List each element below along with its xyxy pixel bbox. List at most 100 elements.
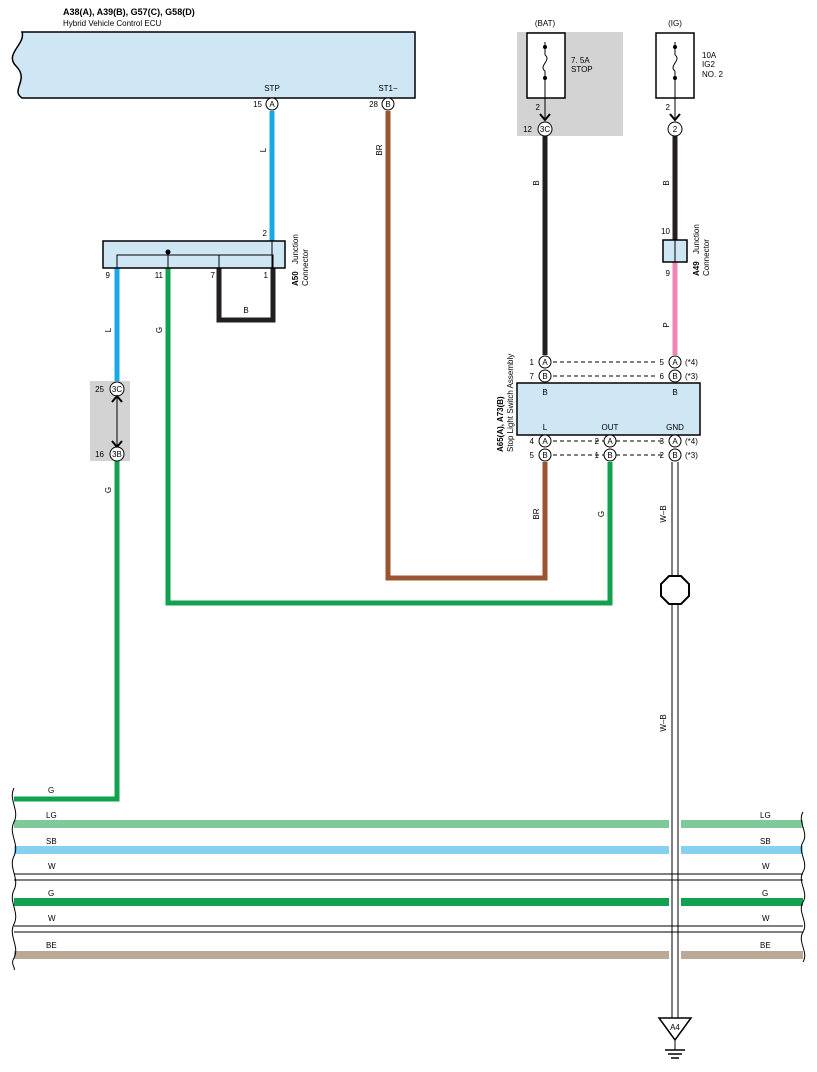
wire-b-jumper <box>216 268 276 323</box>
bus-label-right-5: W <box>762 914 770 923</box>
bat-fuse-box <box>526 32 566 99</box>
a50-pin-11: 11 <box>155 271 164 280</box>
a50-pin-1: 1 <box>264 271 269 280</box>
switch-pin-1a <box>538 355 552 369</box>
a49-id: A49 <box>692 261 701 276</box>
a49-label2: Connector <box>702 239 711 276</box>
bus-label-right-2: SB <box>760 837 771 846</box>
wire-label-a50-jumper: B <box>243 306 248 315</box>
ground-id: A4 <box>670 1023 680 1032</box>
switch-pin-3a-conn: A <box>672 437 678 446</box>
stop-switch-label-group: A65(A), A73(B) Stop Light Switch Assembl… <box>496 354 515 452</box>
bus-label-right-4: G <box>762 889 768 898</box>
bat-junction-conn: 3C <box>540 125 550 134</box>
switch-pin-2b <box>668 448 682 462</box>
wire-label-stp: L <box>259 147 268 152</box>
ig-junction-connector <box>667 121 683 137</box>
ecu-pin-stp-number: 15 <box>253 100 262 109</box>
a50-splice-dot <box>165 249 171 255</box>
stop-switch-connectors: A65(A), A73(B) <box>496 396 505 452</box>
hybrid-ecu-box <box>11 31 416 99</box>
ecu-pin-stp-connector <box>265 97 279 111</box>
switch-term-b-right: B <box>672 388 677 397</box>
switch-pin-2a-num: 2 <box>595 437 600 446</box>
fuse-icon <box>542 54 548 72</box>
wire-label-ig: B <box>662 180 671 185</box>
switch-note-row4: (*3) <box>685 451 698 460</box>
switch-pin-2a <box>603 434 617 448</box>
bat-junction-pin: 12 <box>523 125 532 134</box>
relay-connector-shade <box>90 381 130 461</box>
wire-label-gnd-upper: W–B <box>659 505 668 522</box>
switch-pin-4a <box>538 434 552 448</box>
switch-pin-5a <box>668 355 682 369</box>
bus-label-left-5: W <box>48 914 56 923</box>
ecu-pin-stp-label: STP <box>264 84 280 93</box>
switch-note-row3: (*4) <box>685 437 698 446</box>
switch-pin-3a-num: 3 <box>660 437 665 446</box>
bus-label-left-4: G <box>48 889 54 898</box>
ig-fuse-dot-top <box>673 45 677 49</box>
bus-label-left-2: SB <box>46 837 57 846</box>
ig-source-label: (IG) <box>668 19 682 28</box>
chevron-down-icon <box>669 113 681 122</box>
a49-pin-9: 9 <box>666 269 671 278</box>
switch-pin-7b-num: 7 <box>530 372 535 381</box>
wire-label-a50-9: L <box>104 327 113 332</box>
ig-fuse-pin: 2 <box>666 103 671 112</box>
ig-fuse-name: IG2 <box>702 60 715 69</box>
chevron-down-icon <box>539 113 551 122</box>
switch-pin-7b <box>538 369 552 383</box>
switch-pin-4a-num: 4 <box>530 437 535 446</box>
wire-br-st1 <box>385 111 548 581</box>
wire-g-bus <box>14 461 120 802</box>
bus-label-right-3: W <box>762 862 770 871</box>
switch-pin-6b <box>668 369 682 383</box>
a50-label2: Connector <box>301 249 310 286</box>
bus-label-left-0: G <box>48 786 54 795</box>
bus-label-left-6: BE <box>46 941 57 950</box>
a50-id: A50 <box>291 271 300 286</box>
ground-triangle <box>657 1017 693 1042</box>
a50-pin-9: 9 <box>106 271 111 280</box>
ecu-pin-st1-connector <box>381 97 395 111</box>
switch-pin-6b-num: 6 <box>660 372 665 381</box>
wire-label-gnd-lower: W–B <box>659 714 668 731</box>
bus-label-left-3: W <box>48 862 56 871</box>
switch-term-b-left: B <box>542 388 547 397</box>
relay-bottom-pin: 16 <box>95 450 104 459</box>
ig-junction-conn: 2 <box>673 125 678 134</box>
a49-label-group: A49 Junction Connector <box>692 224 711 276</box>
bat-fuse-rating: 7. 5A <box>571 56 590 65</box>
bat-source-label: (BAT) <box>535 19 556 28</box>
a50-label1: Junction <box>291 234 300 264</box>
switch-pin-5b-conn: B <box>542 451 547 460</box>
stop-switch-box <box>516 382 701 436</box>
bat-fuse-pin: 2 <box>536 103 541 112</box>
ground-splice-octagon <box>660 575 690 605</box>
switch-pin-1a-conn: A <box>542 358 548 367</box>
ecu-connectors-label: A38(A), A39(B), G57(C), G58(D) <box>63 7 195 17</box>
bat-junction-connector <box>537 121 553 137</box>
bat-fuse-dot-top <box>543 45 547 49</box>
switch-pin-1b <box>603 448 617 462</box>
stop-switch-name: Stop Light Switch Assembly <box>506 354 515 452</box>
switch-pin-2b-conn: B <box>672 451 677 460</box>
relay-bottom-conn: 3B <box>112 450 122 459</box>
relay-top-conn: 3C <box>112 385 122 394</box>
a50-pin-2: 2 <box>263 229 268 238</box>
bus-label-left-1: LG <box>46 811 57 820</box>
wire-label-st1: BR <box>375 144 384 155</box>
bat-fuse-name: STOP <box>571 65 593 74</box>
bus-label-right-6: BE <box>760 941 771 950</box>
switch-pin-1a-num: 1 <box>530 358 535 367</box>
a50-label-group: A50 Junction Connector <box>291 234 310 286</box>
switch-pin-5a-conn: A <box>672 358 678 367</box>
switch-pin-5b <box>538 448 552 462</box>
bus-break-right <box>800 811 806 963</box>
bus-break-left <box>11 787 17 971</box>
bus-lines <box>14 820 803 959</box>
wire-label-bat: B <box>532 180 541 185</box>
switch-pin-2a-conn: A <box>607 437 613 446</box>
